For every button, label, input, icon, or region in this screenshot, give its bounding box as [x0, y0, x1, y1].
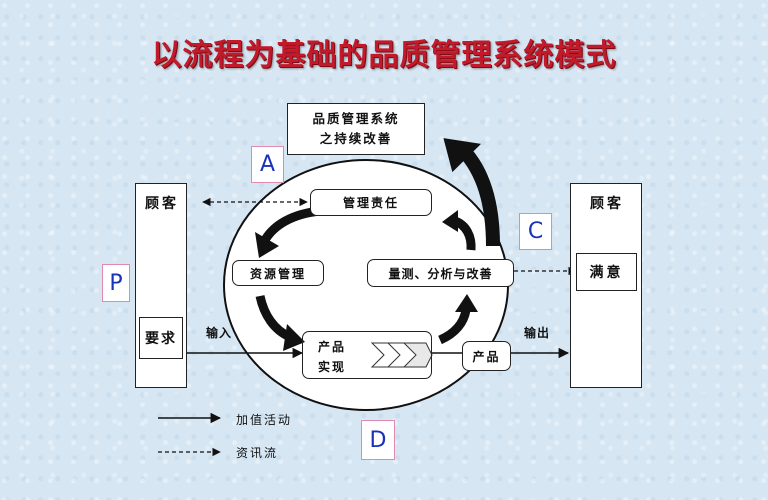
realization-chevrons [370, 342, 433, 368]
pdca-letter-p: P [102, 264, 130, 302]
product-box: 产品 [462, 341, 511, 371]
satisfaction-box: 满意 [576, 253, 637, 291]
improvement-line-2: 之持续改善 [319, 131, 393, 146]
improvement-arrow [457, 145, 500, 247]
input-label: 输入 [206, 326, 233, 340]
continuous-improvement-box: 品质管理系统 之持续改善 [287, 103, 425, 155]
improvement-arrow-head [443, 138, 482, 173]
realization-label-line-1: 产品 [318, 340, 347, 354]
customer-left-label: 顾客 [145, 196, 179, 212]
customer-right-label: 顾客 [590, 196, 624, 212]
resource-management-box: 资源管理 [232, 260, 324, 286]
improvement-line-1: 品质管理系统 [312, 111, 400, 126]
legend-value-added-label: 加值活动 [236, 413, 293, 427]
legend-information-flow-label: 资讯流 [236, 446, 279, 460]
requirements-box: 要求 [139, 317, 183, 359]
pdca-letter-a: A [251, 146, 284, 183]
cycle-arrow-top-left-head [255, 232, 279, 258]
cycle-arrow-top-right-head [442, 210, 458, 232]
output-label: 输出 [524, 326, 551, 340]
management-responsibility-box: 管理责任 [310, 189, 432, 216]
pdca-letter-d: D [361, 420, 395, 460]
page-title: 以流程为基础的品质管理系统模式 [151, 38, 617, 73]
cycle-arrow-bottom-right [438, 309, 471, 345]
realization-label-line-2: 实现 [318, 360, 347, 374]
cycle-arrow-bottom-right-head [455, 294, 478, 312]
pdca-letter-c: C [519, 213, 552, 250]
measurement-analysis-improvement-box: 量测、分析与改善 [367, 259, 514, 287]
product-realization-box [302, 331, 432, 379]
cycle-arrow-bottom-left-head [283, 324, 305, 351]
